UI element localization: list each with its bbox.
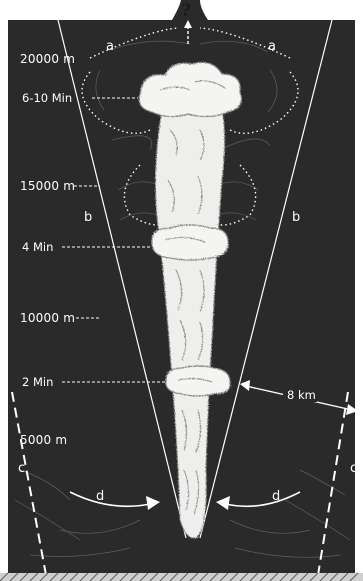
zone-b-left-label: b (84, 210, 92, 225)
zone-c-left-label: c (18, 461, 25, 476)
time-label-6-10-min: 6-10 Min (22, 91, 72, 105)
altitude-label-15000: 15000 m (20, 179, 75, 193)
question-mark: ? (181, 1, 191, 21)
altitude-label-20000: 20000 m (20, 52, 75, 66)
zone-c-right-label: c (350, 461, 357, 476)
zone-a-left-label: a (106, 39, 114, 54)
altitude-label-5000: 5000 m (20, 433, 67, 447)
time-label-2-min: 2 Min (22, 375, 53, 389)
altitude-label-10000: 10000 m (20, 311, 75, 325)
time-label-4-min: 4 Min (22, 240, 53, 254)
distance-label: 8 km (287, 388, 316, 402)
zone-a-right-label: a (268, 39, 276, 54)
zone-b-right-label: b (292, 210, 300, 225)
